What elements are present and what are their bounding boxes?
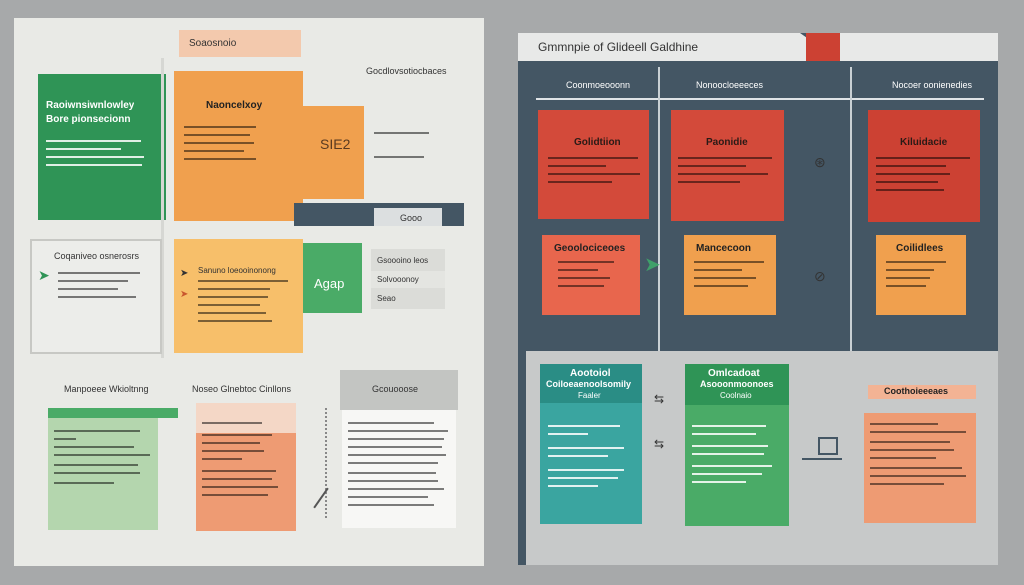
dark-strip-label: Gooo (400, 213, 423, 223)
network-icon (818, 437, 838, 455)
salmon-card-lines (870, 423, 972, 491)
orange-card-2-title: Mancecoon (696, 243, 752, 254)
red-card-1 (538, 110, 649, 219)
side-row-2 (371, 271, 445, 288)
orange-card-text-lines (184, 126, 294, 166)
right-green-card-lines (692, 425, 786, 489)
orange-card-3 (876, 235, 966, 315)
side-row-3-label: Seao (377, 294, 396, 303)
transfer-icon-2: ⇆ (654, 437, 665, 451)
right-sheet-title-band (518, 33, 998, 61)
orange-card-3-lines (886, 261, 966, 293)
side-row-2-label: Solvooonoy (377, 275, 419, 284)
yellow-card-lines (198, 280, 298, 328)
salmon-card-header (868, 385, 976, 399)
vertical-divider (161, 58, 164, 358)
badge-box (303, 106, 364, 199)
column-header-2: Nonoocloeeeces (696, 80, 764, 90)
green-list-lines (54, 430, 158, 490)
network-icon-line (802, 458, 842, 460)
bullet-arrow-icon: ➤ (180, 268, 189, 279)
green-card-subtitle: Bore pionsecionn (46, 114, 131, 125)
lower-dark-sidebar (518, 351, 526, 565)
green-card-title: Raoiwnsiwnlowley (46, 100, 135, 111)
salmon-list-accent (196, 433, 296, 531)
teal-card-subtitle: Coiloeaenoolsomily (546, 379, 632, 389)
white-panel-lines (348, 422, 452, 512)
red-card-3-lines (876, 157, 976, 197)
side-row-1 (371, 249, 445, 271)
column-guide-2 (850, 67, 852, 351)
dark-strip-light (374, 208, 442, 226)
orange-card-2 (684, 235, 776, 315)
header-right-lines (374, 132, 454, 164)
green-list-header (48, 408, 178, 418)
link-icon: ⊘ (814, 268, 826, 284)
column-header-3: Nocoer oonienedies (892, 80, 973, 90)
dotted-scale (325, 408, 327, 518)
left-sheet: Soaosnoio Gocdlovsotiocbaces Raoiwnsiwnl… (14, 18, 484, 566)
orange-card-1-title: Geoolociceoes (554, 243, 626, 254)
orange-card-1 (542, 235, 640, 315)
red-card-2-title: Paonidie (706, 137, 748, 148)
bottom-label-3: Gcouooose (372, 384, 419, 394)
salmon-card-title: Coothoieeeaes (884, 386, 949, 396)
column-header-1: Coonmoeooonn (566, 80, 631, 90)
teal-card-title: Aootoiol (570, 368, 611, 379)
red-card-2-lines (678, 157, 782, 189)
teal-card-caption: Faaler (578, 391, 601, 400)
red-card-1-lines (548, 157, 644, 189)
badge-value: SIE2 (320, 136, 351, 152)
bottom-label-2: Noseo Glnebtoc Cinllons (192, 384, 292, 394)
salmon-list-lines (202, 422, 292, 502)
side-row-3 (371, 288, 445, 309)
agap-label: Agap (314, 276, 345, 291)
header-divider (536, 98, 984, 100)
bottom-grey-header (340, 370, 458, 410)
agap-box (303, 243, 362, 313)
side-row-1-label: Gsoooino leos (377, 256, 429, 265)
yellow-card-title: Sanuno loeooinonong (198, 266, 276, 275)
top-tab-label: Soaosnoio (189, 38, 237, 49)
outline-card-title: Coqaniveo osnerosrs (54, 251, 140, 261)
bullet-arrow-icon-2: ➤ (180, 289, 189, 300)
orange-card-2-lines (694, 261, 774, 293)
teal-card-light (540, 403, 642, 524)
right-green-card-subtitle: Asooonmoonoes (700, 379, 774, 389)
red-card-3-title: Kiluidacie (900, 137, 948, 148)
white-text-panel (342, 410, 456, 528)
teal-card-lines (548, 425, 638, 493)
green-card-text-lines (46, 140, 156, 172)
arrow-icon: ➤ (38, 267, 50, 283)
green-card (38, 74, 166, 220)
orange-card-1-lines (558, 261, 638, 293)
right-sheet: Gmmnpie of Glideell Galdhine Coonmoeooon… (518, 33, 998, 565)
right-sheet-title: Gmmnpie of Glideell Galdhine (538, 40, 699, 54)
outline-card (30, 239, 162, 354)
arrow-right-icon: ➤ (644, 254, 661, 276)
orange-card-3-title: Coilidlees (896, 243, 944, 254)
green-list-panel (48, 418, 158, 530)
top-tab (179, 30, 301, 57)
header-right-label: Gocdlovsotiocbaces (366, 66, 447, 76)
swap-icon: ⊛ (814, 154, 826, 170)
bottom-label-1: Manpoeee Wkioltnng (64, 384, 149, 394)
orange-card (174, 71, 303, 221)
column-guide-1 (658, 67, 660, 507)
outline-card-lines (58, 272, 158, 304)
orange-card-title: Naoncelxoy (206, 100, 263, 111)
transfer-icon: ⇆ (654, 392, 665, 406)
red-card-1-title: Golidtiion (574, 137, 621, 148)
right-green-card-title: Omlcadoat (708, 368, 760, 379)
right-green-card-caption: Coolnaio (720, 391, 752, 400)
